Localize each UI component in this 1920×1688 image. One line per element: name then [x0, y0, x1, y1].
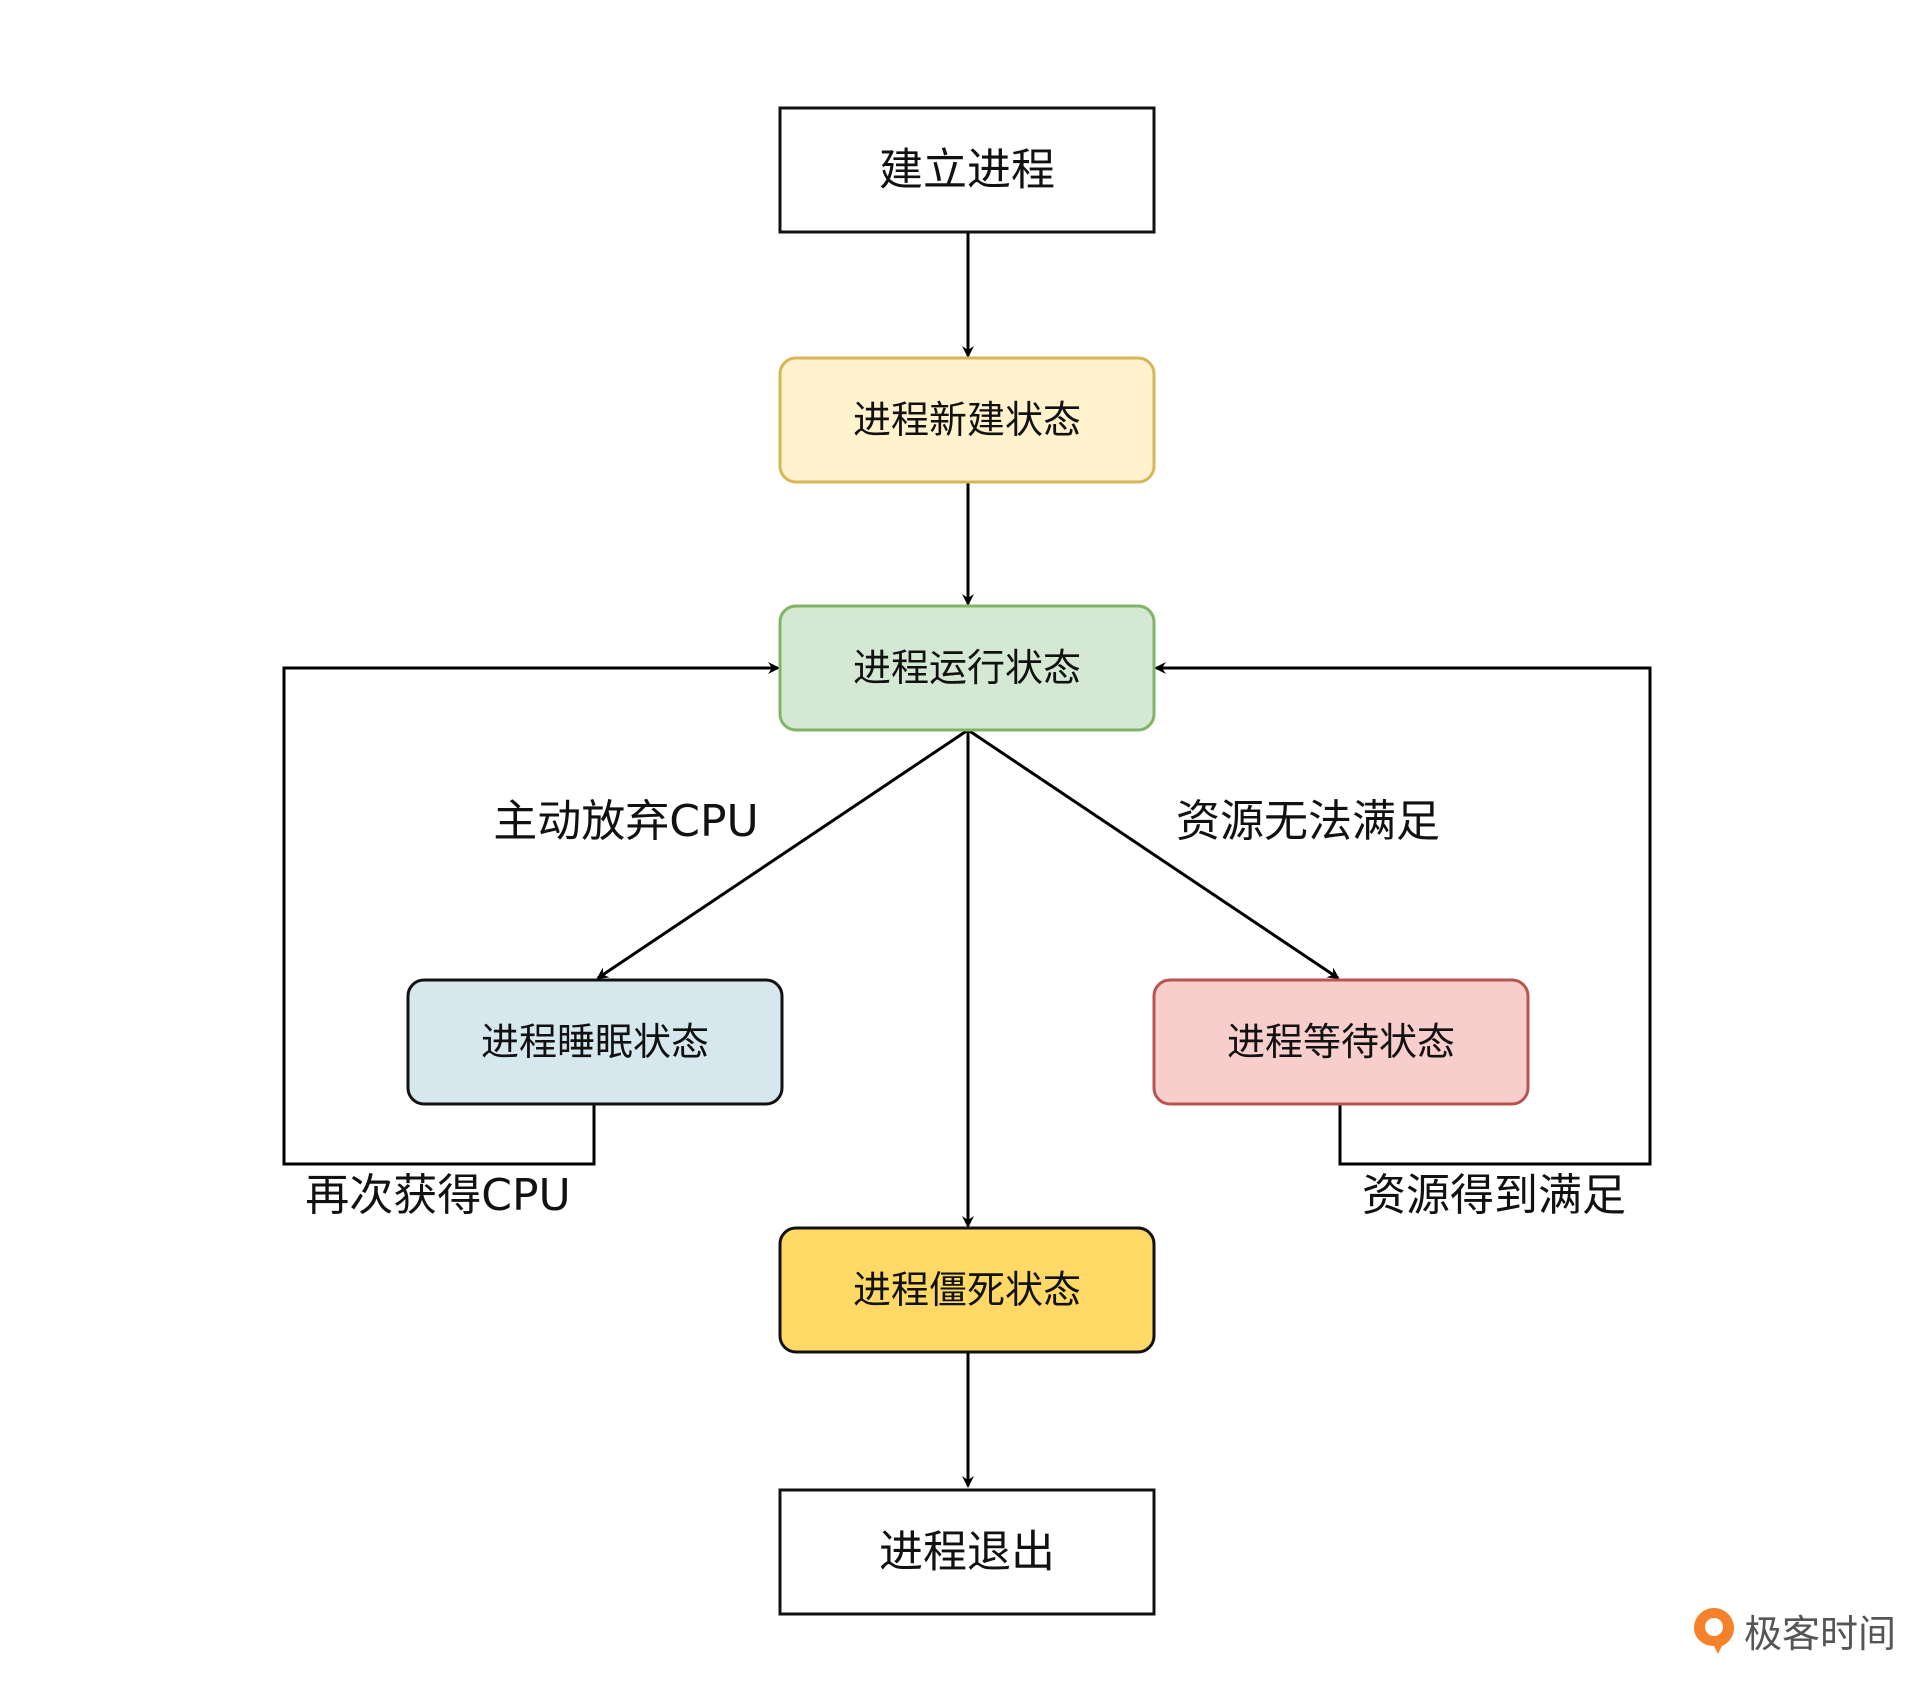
node-exit-label: 进程退出	[879, 1527, 1055, 1578]
edge-wait-running	[1154, 662, 1652, 1166]
edge-label-sleep-running: 再次获得CPU	[305, 1170, 570, 1221]
geektime-logo-icon	[1693, 1607, 1734, 1654]
edge-sleep-running	[282, 662, 780, 1166]
node-create: 建立进程	[778, 106, 1156, 234]
node-running-box	[778, 604, 1156, 732]
node-zombie-box	[778, 1226, 1156, 1354]
edge-label-wait-running: 资源得到满足	[1362, 1170, 1626, 1221]
node-running: 进程运行状态	[778, 604, 1156, 732]
edge-label-running-sleep: 主动放弃CPU	[493, 796, 758, 847]
node-zombie: 进程僵死状态	[778, 1226, 1156, 1354]
node-exit-box	[778, 1488, 1156, 1616]
edge-running-sleep	[596, 728, 969, 980]
node-create-box	[778, 106, 1156, 234]
node-wait-label: 进程等待状态	[1227, 1020, 1455, 1064]
edge-running-wait	[967, 728, 1340, 980]
watermark-text: 极客时间	[1743, 1612, 1896, 1656]
edges	[282, 232, 1652, 1488]
node-sleep: 进程睡眠状态	[406, 978, 784, 1106]
node-create-label: 建立进程	[879, 145, 1055, 196]
node-exit: 进程退出	[778, 1488, 1156, 1616]
node-sleep-label: 进程睡眠状态	[481, 1020, 709, 1064]
node-wait-box	[1152, 978, 1530, 1106]
node-new-box	[778, 356, 1156, 484]
watermark: 极客时间	[1692, 1603, 1896, 1658]
node-zombie-label: 进程僵死状态	[853, 1268, 1081, 1312]
node-new-label: 进程新建状态	[853, 398, 1081, 442]
node-new: 进程新建状态	[778, 356, 1156, 484]
node-sleep-box	[406, 978, 784, 1106]
edge-label-running-wait: 资源无法满足	[1176, 796, 1440, 847]
node-running-label: 进程运行状态	[853, 646, 1081, 690]
node-wait: 进程等待状态	[1152, 978, 1530, 1106]
